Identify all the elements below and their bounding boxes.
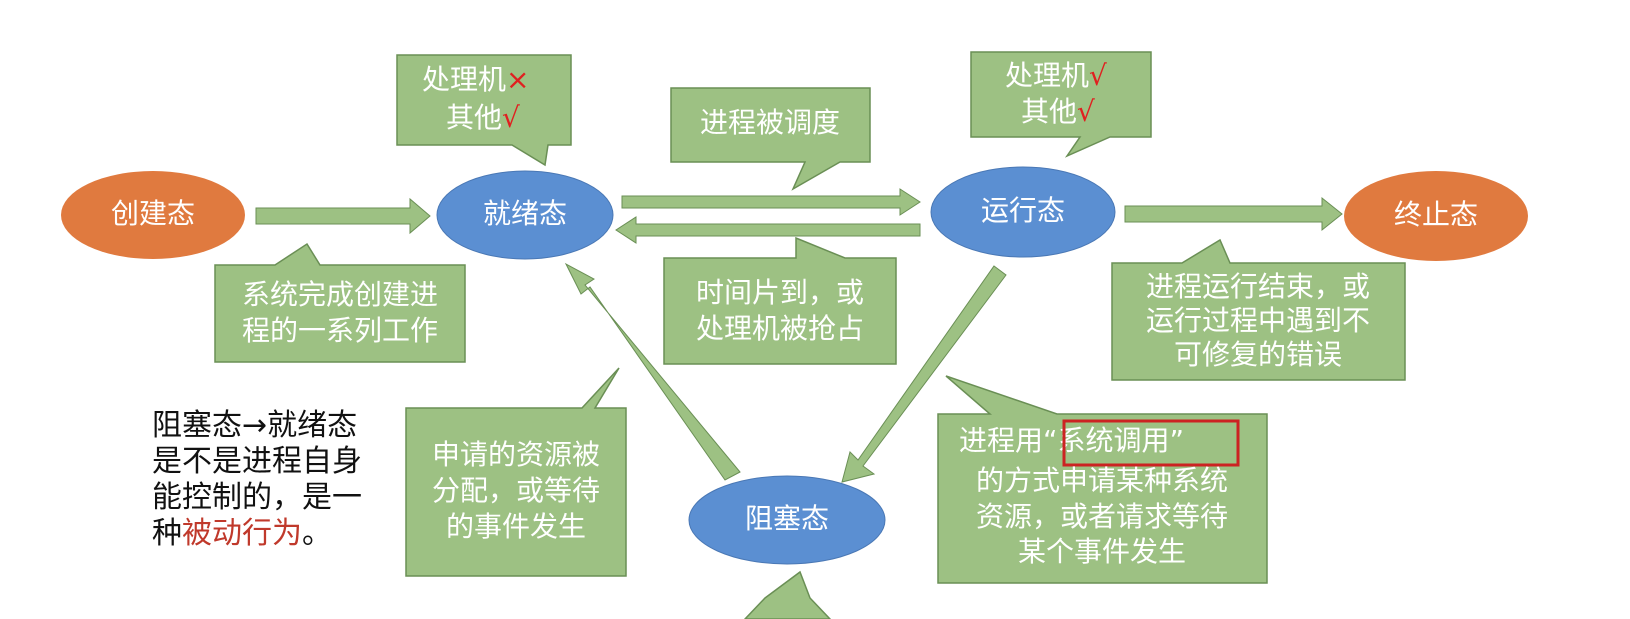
callout-syscall-prefix: 进程用 [959, 424, 1043, 457]
side-note-line2: 是不是进程自身 [152, 444, 362, 479]
ready-processor-label: 处理机 [422, 63, 506, 96]
running-processor-label: 处理机 [1005, 59, 1089, 92]
ready-processor-cross: × [506, 63, 529, 96]
callout-resource-granted-line3: 的事件发生 [446, 510, 586, 543]
node-running-label: 运行态 [981, 194, 1065, 227]
callout-timeslice: 时间片到，或 处理机被抢占 [663, 236, 897, 365]
callout-syscall-highlight: “系统调用” [1043, 424, 1184, 457]
ready-other-check: √ [502, 101, 520, 134]
svg-text:处理机√: 处理机√ [1005, 59, 1107, 92]
callout-running-resources: 处理机√ 其他√ [970, 51, 1152, 158]
callout-ready-resources: 处理机× 其他√ [396, 54, 572, 167]
running-processor-check: √ [1089, 59, 1107, 92]
node-terminated-label: 终止态 [1394, 198, 1478, 231]
callout-resource-granted: 申请的资源被 分配，或等待 的事件发生 [405, 367, 627, 577]
callout-run-end-line1: 进程运行结束，或 [1146, 270, 1370, 303]
svg-text:进程用“系统调用”: 进程用“系统调用” [959, 424, 1184, 457]
ready-other-label: 其他 [446, 101, 502, 134]
callout-create-done-line1: 系统完成创建进 [242, 278, 438, 311]
node-running: 运行态 [930, 166, 1116, 258]
callout-syscall-line3: 资源，或者请求等待 [976, 500, 1228, 533]
callout-syscall-line2: 的方式申请某种系统 [976, 464, 1228, 497]
arrow-running-to-ready [615, 216, 921, 244]
callout-create-done-line2: 程的一系列工作 [242, 314, 438, 347]
callout-syscall: 进程用“系统调用” 的方式申请某种系统 资源，或者请求等待 某个事件发生 [937, 375, 1268, 584]
side-note-line4-prefix: 种 [152, 516, 182, 551]
callout-run-end-line2: 运行过程中遇到不 [1146, 304, 1370, 337]
callout-run-end: 进程运行结束，或 运行过程中遇到不 可修复的错误 [1111, 238, 1406, 381]
side-note-line4-suffix: 。 [302, 516, 332, 551]
callout-syscall-line4: 某个事件发生 [1018, 535, 1186, 568]
callout-create-done: 系统完成创建进 程的一系列工作 [214, 242, 466, 363]
side-note-passive-behavior: 被动行为 [182, 516, 302, 551]
arrow-running-to-blocked [841, 265, 1007, 483]
running-other-label: 其他 [1021, 95, 1077, 128]
side-note-line3: 能控制的，是一 [152, 480, 362, 515]
node-terminated: 终止态 [1344, 171, 1528, 261]
callout-run-end-line3: 可修复的错误 [1174, 338, 1342, 371]
node-ready-label: 就绪态 [483, 197, 567, 230]
svg-text:其他√: 其他√ [446, 101, 520, 134]
callout-scheduled: 进程被调度 [670, 87, 871, 191]
callout-scheduled-text: 进程被调度 [700, 106, 840, 139]
callout-partial-bottom [743, 570, 832, 619]
node-ready: 就绪态 [436, 170, 614, 260]
node-blocked-label: 阻塞态 [745, 502, 829, 535]
node-blocked: 阻塞态 [688, 475, 886, 565]
svg-text:其他√: 其他√ [1021, 95, 1095, 128]
syscall-highlight-box [1062, 419, 1240, 467]
callout-resource-granted-line2: 分配，或等待 [432, 474, 600, 507]
side-note-line4: 种被动行为。 [152, 516, 392, 552]
callout-timeslice-line1: 时间片到，或 [696, 276, 864, 309]
side-note-line1: 阻塞态→就绪态 [152, 408, 358, 443]
svg-text:处理机×: 处理机× [422, 63, 529, 96]
node-create: 创建态 [61, 171, 245, 259]
arrow-ready-to-running [621, 188, 921, 216]
arrow-create-to-ready [255, 197, 431, 235]
arrow-running-to-terminated [1124, 196, 1343, 232]
callout-timeslice-line2: 处理机被抢占 [696, 312, 864, 345]
node-create-label: 创建态 [111, 197, 195, 230]
callout-resource-granted-line1: 申请的资源被 [432, 438, 600, 471]
running-other-check: √ [1077, 95, 1095, 128]
side-note: 阻塞态→就绪态 是不是进程自身 能控制的，是一 种被动行为。 [152, 408, 392, 552]
arrow-blocked-to-ready [564, 262, 741, 481]
